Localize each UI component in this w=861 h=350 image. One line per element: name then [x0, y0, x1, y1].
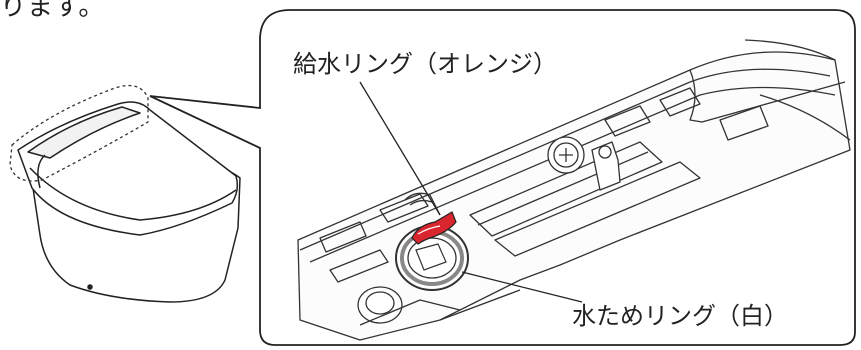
- toilet-illustration: [17, 101, 241, 303]
- supply-ring-leader-line: [359, 81, 441, 216]
- tank-ring-leader-line: [461, 271, 583, 303]
- intro-text: ります。: [0, 0, 106, 22]
- supply-ring-highlight: [417, 225, 441, 235]
- tank-ring-part: [395, 225, 469, 291]
- supply-ring-part: [411, 211, 457, 245]
- tank-ring-label: 水ためリング（白）: [572, 302, 788, 330]
- supply-ring-label: 給水リング（オレンジ）: [293, 50, 557, 78]
- dashed-highlight-outline: [9, 84, 149, 182]
